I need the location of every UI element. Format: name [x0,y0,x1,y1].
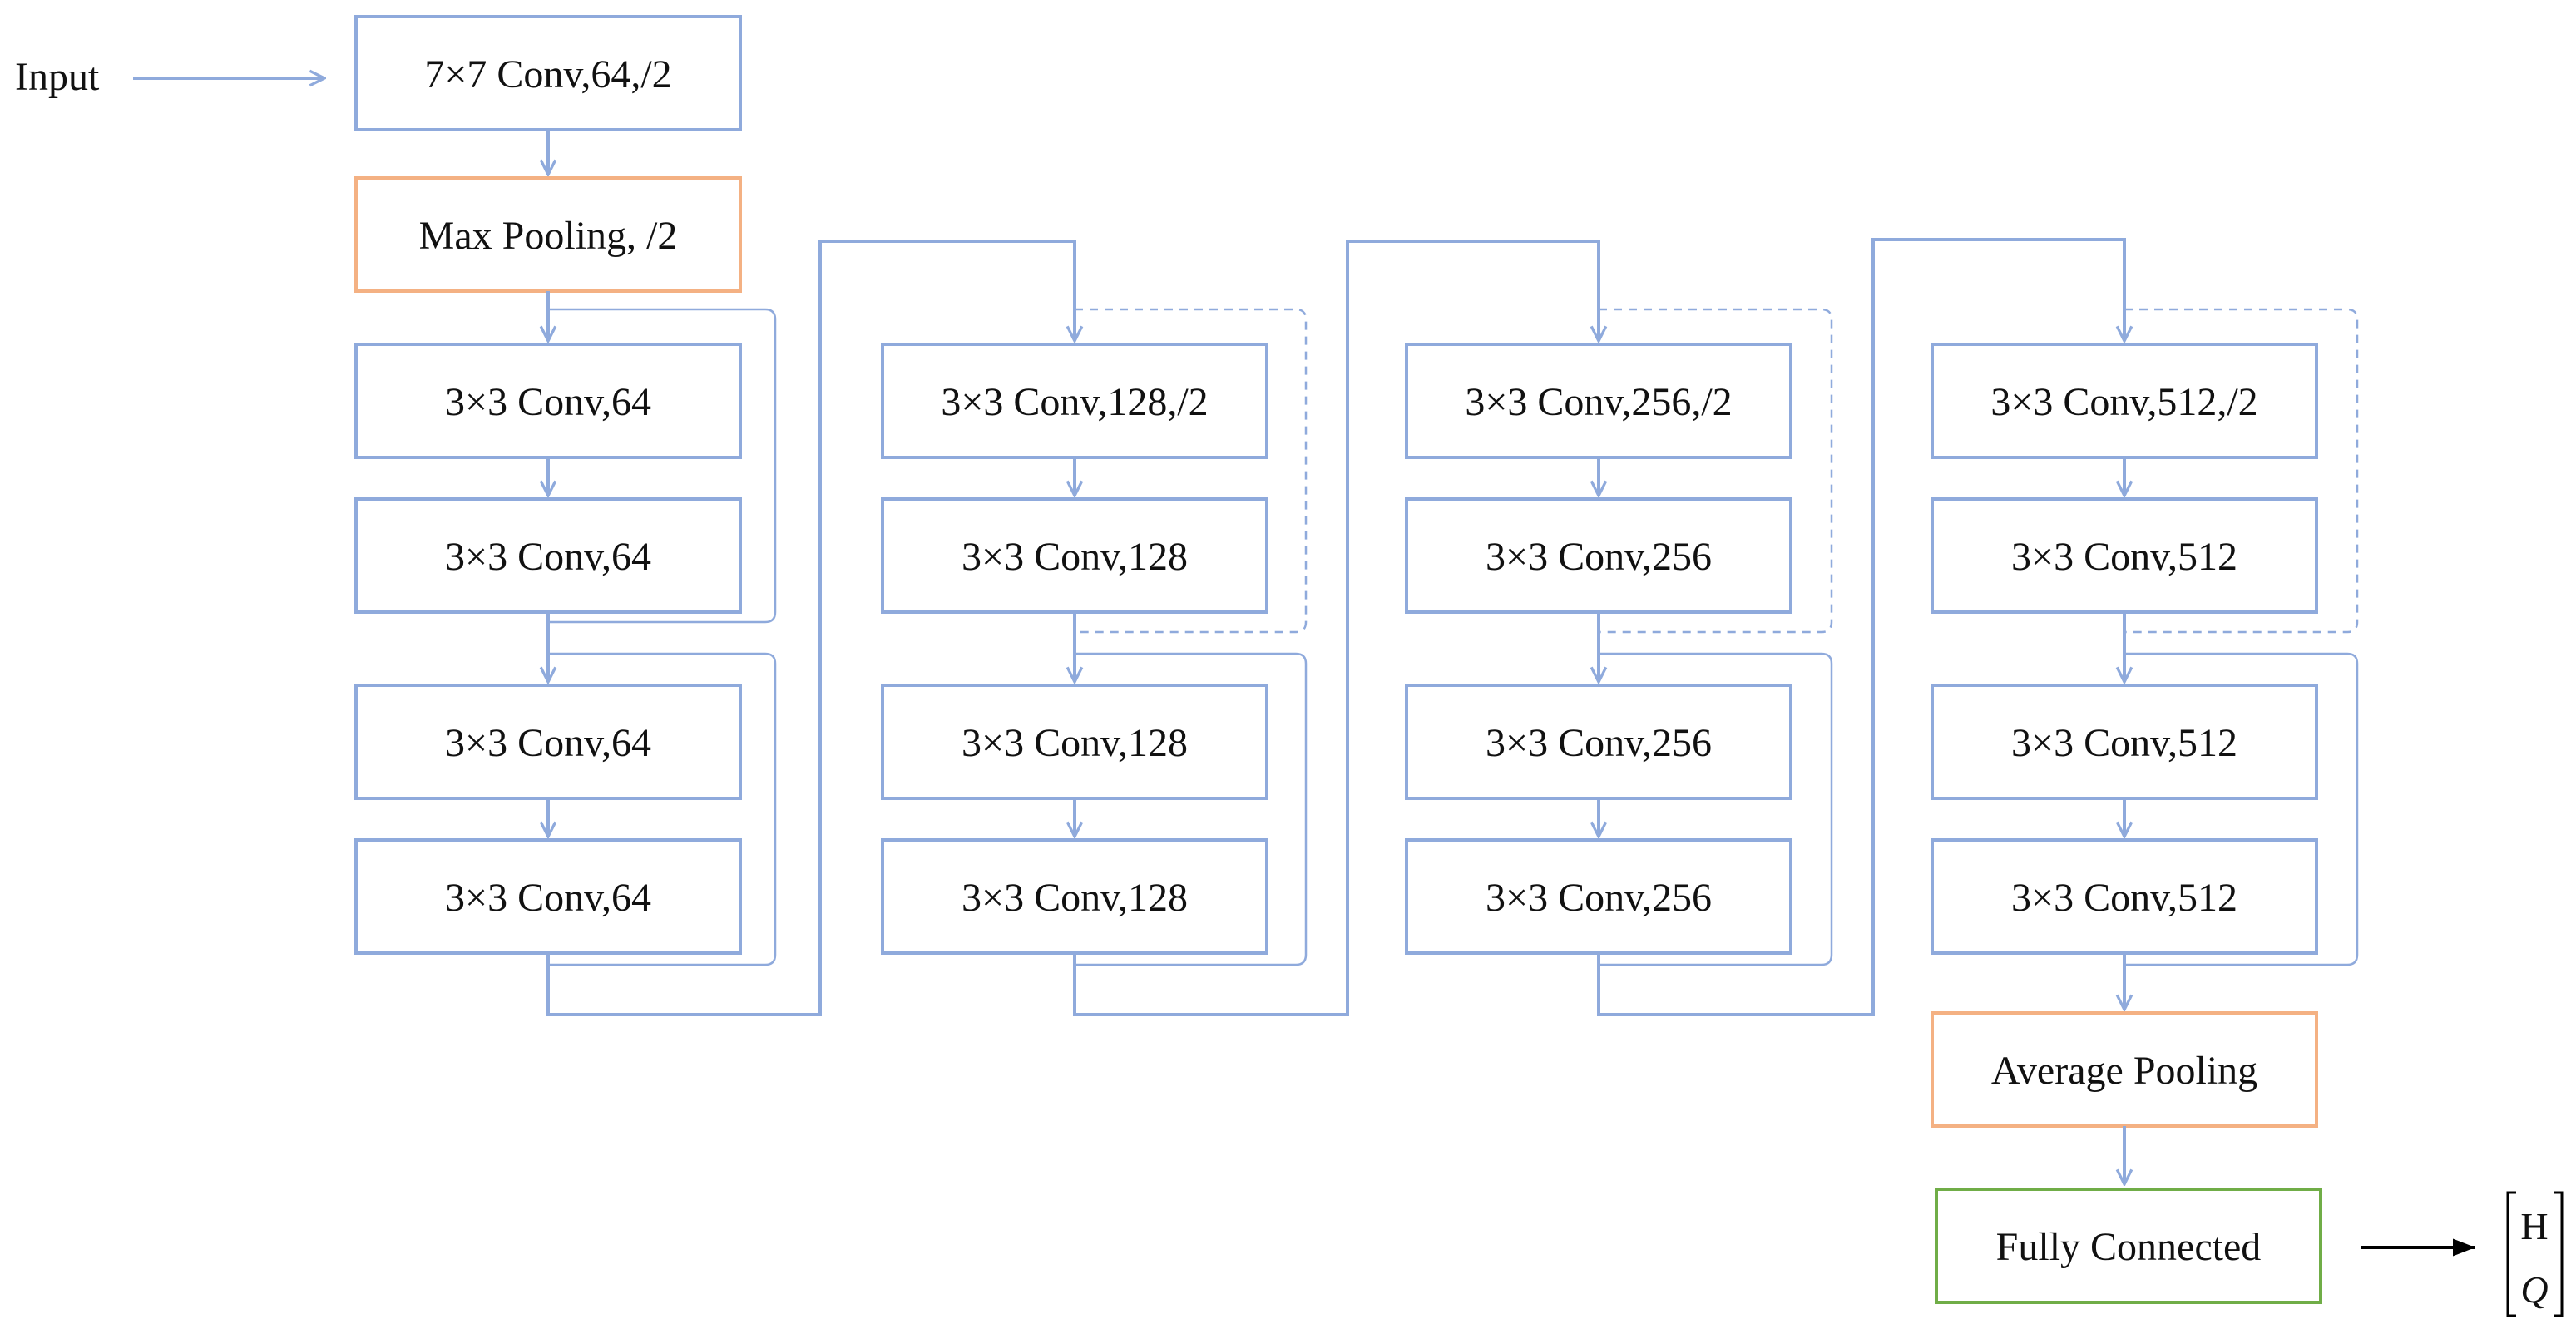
skip-connection [1075,652,1308,966]
skip-connection [548,652,777,966]
conv128-layer-1: 3×3 Conv,128,/2 [881,343,1268,459]
stage-connector [1597,238,2124,1016]
conv128-1-label: 3×3 Conv,128,/2 [941,380,1208,424]
conv512-layer-4: 3×3 Conv,512 [1931,838,2318,955]
conv512-2-label: 3×3 Conv,512 [2011,535,2237,579]
dashed-skip-connection [1599,308,1833,634]
output-h: H [2520,1205,2548,1247]
conv256-3-label: 3×3 Conv,256 [1486,721,1712,765]
conv64-layer-3: 3×3 Conv,64 [354,684,742,800]
stage-connector [546,240,1075,1016]
output-q: Q [2520,1268,2548,1311]
conv64-1-label: 3×3 Conv,64 [445,380,651,424]
conv128-2-label: 3×3 Conv,128 [962,535,1188,579]
conv256-layer-4: 3×3 Conv,256 [1405,838,1792,955]
conv256-layer-3: 3×3 Conv,256 [1405,684,1792,800]
dashed-skip-connection [1075,308,1308,634]
conv64-4-label: 3×3 Conv,64 [445,876,651,920]
conv128-layer-4: 3×3 Conv,128 [881,838,1268,955]
conv512-layer-1: 3×3 Conv,512,/2 [1931,343,2318,459]
conv64-3-label: 3×3 Conv,64 [445,721,651,765]
conv7-label: 7×7 Conv,64,/2 [424,52,671,96]
conv512-1-label: 3×3 Conv,512,/2 [1990,380,2257,424]
conv128-layer-3: 3×3 Conv,128 [881,684,1268,800]
conv256-2-label: 3×3 Conv,256 [1486,535,1712,579]
conv512-layer-3: 3×3 Conv,512 [1931,684,2318,800]
conv64-layer-2: 3×3 Conv,64 [354,497,742,614]
avgpool-label: Average Pooling [1991,1049,2257,1093]
input-label: Input [15,55,100,99]
fc-layer: Fully Connected [1935,1188,2322,1304]
avgpool-layer: Average Pooling [1931,1011,2318,1128]
conv512-4-label: 3×3 Conv,512 [2011,876,2237,920]
skip-connection [2124,652,2359,966]
conv64-layer-4: 3×3 Conv,64 [354,838,742,955]
fc-label: Fully Connected [1996,1225,2262,1269]
skip-connection [548,308,777,624]
conv256-1-label: 3×3 Conv,256,/2 [1465,380,1732,424]
stage-connector [1073,240,1599,1016]
output-vector: H Q [2506,1191,2564,1317]
conv7-layer: 7×7 Conv,64,/2 [354,15,742,131]
conv256-layer-1: 3×3 Conv,256,/2 [1405,343,1792,459]
right-bracket [2554,1191,2564,1317]
conv512-3-label: 3×3 Conv,512 [2011,721,2237,765]
skip-connection [1599,652,1833,966]
conv128-layer-2: 3×3 Conv,128 [881,497,1268,614]
dashed-skip-connection [2124,308,2359,634]
conv64-layer-1: 3×3 Conv,64 [354,343,742,459]
conv64-2-label: 3×3 Conv,64 [445,535,651,579]
maxpool-layer: Max Pooling, /2 [354,176,742,293]
maxpool-label: Max Pooling, /2 [419,214,678,258]
conv128-3-label: 3×3 Conv,128 [962,721,1188,765]
conv128-4-label: 3×3 Conv,128 [962,876,1188,920]
left-bracket [2506,1191,2516,1317]
conv256-4-label: 3×3 Conv,256 [1486,876,1712,920]
conv512-layer-2: 3×3 Conv,512 [1931,497,2318,614]
conv256-layer-2: 3×3 Conv,256 [1405,497,1792,614]
